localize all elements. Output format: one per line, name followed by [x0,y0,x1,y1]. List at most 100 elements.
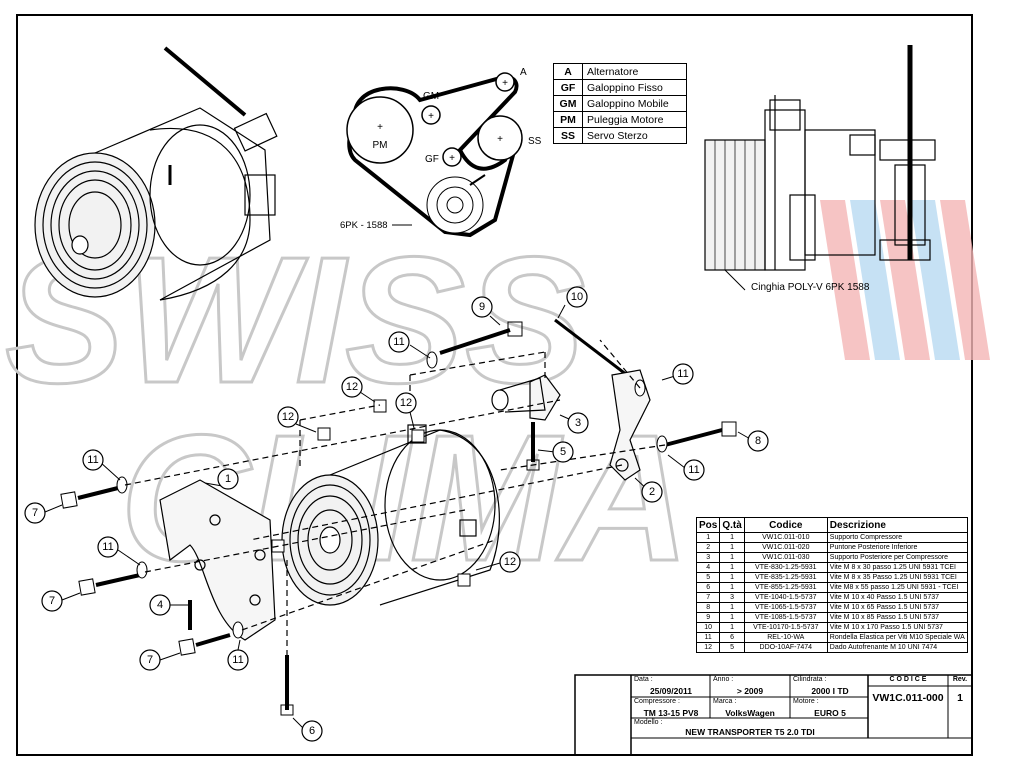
data-value: 25/09/2011 [649,686,693,696]
cell-pos: 1 [695,532,721,543]
cell-pos: 7 [695,592,721,603]
legend-key: A [553,63,583,80]
codice-label: C O D I C E [889,676,927,683]
col-description-header: Descrizione [826,517,969,533]
cell-qty: 1 [719,572,745,583]
svg-text:6: 6 [309,725,315,737]
svg-text:12: 12 [504,556,516,568]
compressore-label: Compressore : [634,698,680,705]
callout-2: 2 [641,481,663,503]
cell-code: VTE-830-1.25-5931 [743,562,828,573]
callout-5: 5 [552,441,574,463]
gm-pulley [421,105,441,125]
svg-text:+: + [497,134,503,145]
svg-text:11: 11 [677,368,688,380]
svg-text:11: 11 [688,464,699,476]
cell-description: Supporto Compressore [826,532,969,543]
belt-routing-diagram: + PM + GM + A + SS + GF 6PK - 1588 [340,67,542,238]
rev-label: Rev. [952,676,968,683]
svg-text:8: 8 [755,435,761,447]
cilindrata-value: 2000 I TD [811,686,849,696]
svg-text:+: + [428,111,434,122]
legend-value: Galoppino Mobile [582,95,687,112]
modello-label: Modello : [634,719,663,726]
legend-key: GM [553,95,583,112]
svg-text:5: 5 [560,446,566,458]
callout-11b: 11 [82,449,104,471]
cilindrata-label: Cilindrata : [793,676,827,683]
ss-pulley [477,115,523,161]
cell-pos: 9 [695,612,721,623]
anno-label: Anno : [713,676,734,683]
gf-pulley [442,147,462,167]
poly-v-caption: Cinghia POLY-V 6PK 1588 [751,282,870,293]
ss-label: SS [528,136,542,147]
cell-code: VW1C.011-020 [743,542,828,553]
cell-qty: 1 [719,602,745,613]
svg-text:12: 12 [346,381,358,393]
legend-value: Alternatore [582,63,687,80]
cell-pos: 5 [695,572,721,583]
cell-description: Vite M 8 x 35 Passo 1.25 UNI 5931 TCEI [826,572,969,583]
svg-text:11: 11 [87,454,98,466]
cell-qty: 1 [719,612,745,623]
callout-12a: 12 [341,376,363,398]
cell-qty: 1 [719,552,745,563]
marca-label: Marca : [713,698,737,705]
svg-text:11: 11 [102,541,113,553]
cell-description: Dado Autofrenante M 10 UNI 7474 [826,642,969,653]
parts-table-header: Pos Q.tà Codice Descrizione [695,517,969,533]
marca-value: VolksWagen [725,708,775,718]
col-qty-header: Q.tà [719,517,745,533]
callout-12d: 12 [499,551,521,573]
drawing-border [16,14,973,756]
cell-code: VTE-855-1.25-5931 [743,582,828,593]
callout-11f: 11 [683,459,705,481]
callout-6: 6 [301,720,323,742]
callout-7a: 7 [24,502,46,524]
svg-text:7: 7 [49,595,55,607]
callout-11a: 11 [388,331,410,353]
legend-key: PM [553,111,583,128]
cell-pos: 3 [695,552,721,563]
callout-12b: 12 [277,406,299,428]
callout-11d: 11 [227,649,249,671]
col-code-header: Codice [743,517,828,533]
svg-text:12: 12 [400,397,412,409]
cell-description: Puntone Posteriore Inferiore [826,542,969,553]
exploded-assembly-view [60,318,737,716]
svg-text:3: 3 [575,417,581,429]
legend-value: Galoppino Fisso [582,79,687,96]
cell-description: Vite M8 x 55 passo 1.25 UNI 5931 - TCEI [826,582,969,593]
belt-code-label: 6PK - 1588 [340,220,388,231]
svg-text:10: 10 [571,291,583,303]
callout-8: 8 [747,430,769,452]
svg-text:+: + [449,153,455,164]
cell-code: VTE-10170-1.5-5737 [743,622,828,633]
motore-label: Motore : [793,698,819,705]
a-pulley [495,72,515,92]
callout-10: 10 [566,286,588,308]
title-block-frame [574,674,973,756]
svg-text:9: 9 [479,301,485,313]
callout-11e: 11 [672,363,694,385]
pm-pulley [346,96,414,164]
a-label: A [520,67,527,78]
data-label: Data : [634,676,653,683]
watermark-flag-stripes [820,200,990,360]
svg-text:12: 12 [282,411,294,423]
compressore-value: TM 13-15 PV8 [643,708,699,718]
